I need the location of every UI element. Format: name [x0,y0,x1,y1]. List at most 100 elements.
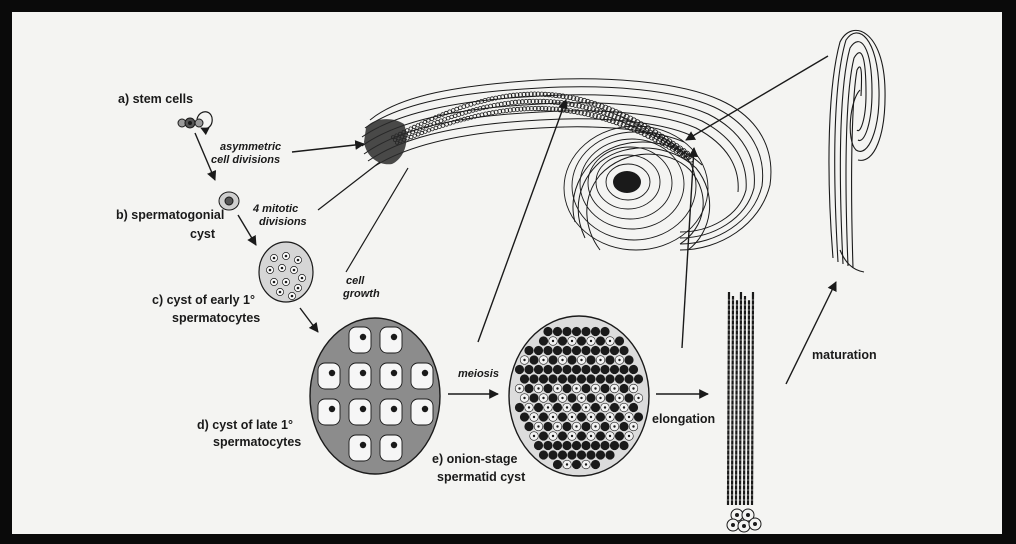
spermatid [601,422,610,431]
nucleus [329,370,335,376]
nucleus [391,442,397,448]
nucleus [609,340,611,342]
nucleus [623,406,625,408]
spermatid [606,356,615,365]
spermatid [534,441,543,450]
spermatid [620,346,629,355]
label-early-spermatocytes: spermatocytes [172,311,260,325]
spermatid [549,356,558,365]
spermatid [591,441,600,450]
nucleus [637,397,639,399]
nucleus [297,259,300,262]
label-late-cyst: d) cyst of late 1° [197,418,293,432]
spermatid [587,451,596,460]
nucleus [571,416,573,418]
spermatid [553,365,562,374]
spermatid [553,346,562,355]
nucleus [628,416,630,418]
label-elongation: elongation [652,412,715,426]
label-cell: cell [346,275,365,287]
spermatocyte [380,363,402,389]
spermatid [625,356,634,365]
label-asymmetric: asymmetric [220,141,281,153]
nucleus [391,370,397,376]
spermatid [558,451,567,460]
spermatid [587,394,596,403]
spermatid [582,384,591,393]
spermatid-flagellum [732,296,733,505]
nucleus [523,397,525,399]
spermatid [530,356,539,365]
nucleus [594,425,596,427]
spermatid [577,413,586,422]
nucleus [360,442,366,448]
nucleus [552,340,554,342]
nucleus [580,359,582,361]
spermatid [620,365,629,374]
spermatid [539,432,548,441]
nucleus [618,397,620,399]
spermatid [620,384,629,393]
spermatid [596,413,605,422]
nucleus [753,522,757,526]
nucleus [533,435,535,437]
spermatid [525,384,534,393]
spermatid [606,375,615,384]
nucleus [542,359,544,361]
nucleus [293,269,296,272]
nucleus [585,406,587,408]
spermatid [553,327,562,336]
spermatid [587,375,596,384]
spermatid [577,432,586,441]
nucleus [746,513,750,517]
spermatid [634,375,643,384]
nucleus [269,269,272,272]
spermatid [591,460,600,469]
nucleus [297,287,300,290]
nucleus [537,425,539,427]
spermatid [515,403,524,412]
spermatid [568,356,577,365]
spermatid [629,403,638,412]
label-growth: growth [342,288,380,300]
spermatid [610,403,619,412]
spermatid [544,384,553,393]
spermatocyte [318,399,340,425]
nucleus [360,334,366,340]
spermatid [544,441,553,450]
nucleus [575,387,577,389]
spermatid-flagellum [748,300,749,505]
nucleus [273,257,276,260]
nucleus [590,416,592,418]
spermatid [544,327,553,336]
spermatid [572,460,581,469]
label-stem-cells: a) stem cells [118,92,193,106]
spermatid [615,413,624,422]
spermatid [577,375,586,384]
spermatid [606,451,615,460]
spermatid-flagellum [736,300,737,505]
nucleus [609,435,611,437]
late-spermatocyte-cyst [310,318,440,474]
spermatid [568,394,577,403]
spermatid [558,375,567,384]
onion-stage-cyst [509,316,649,476]
spermatocyte [349,399,371,425]
nucleus [590,340,592,342]
spermatid [572,327,581,336]
nucleus [632,387,634,389]
spermatid [549,394,558,403]
spermatocyte [318,363,340,389]
label-maturation: maturation [812,348,877,362]
spermatid [625,394,634,403]
nucleus [537,387,539,389]
spermatid [610,365,619,374]
spermatid [539,451,548,460]
nucleus [590,435,592,437]
nucleus [281,267,284,270]
spermatocyte [411,363,433,389]
spermatid [596,451,605,460]
label-cyst: cyst [190,227,216,241]
label-onion-stage: e) onion-stage [432,452,517,466]
